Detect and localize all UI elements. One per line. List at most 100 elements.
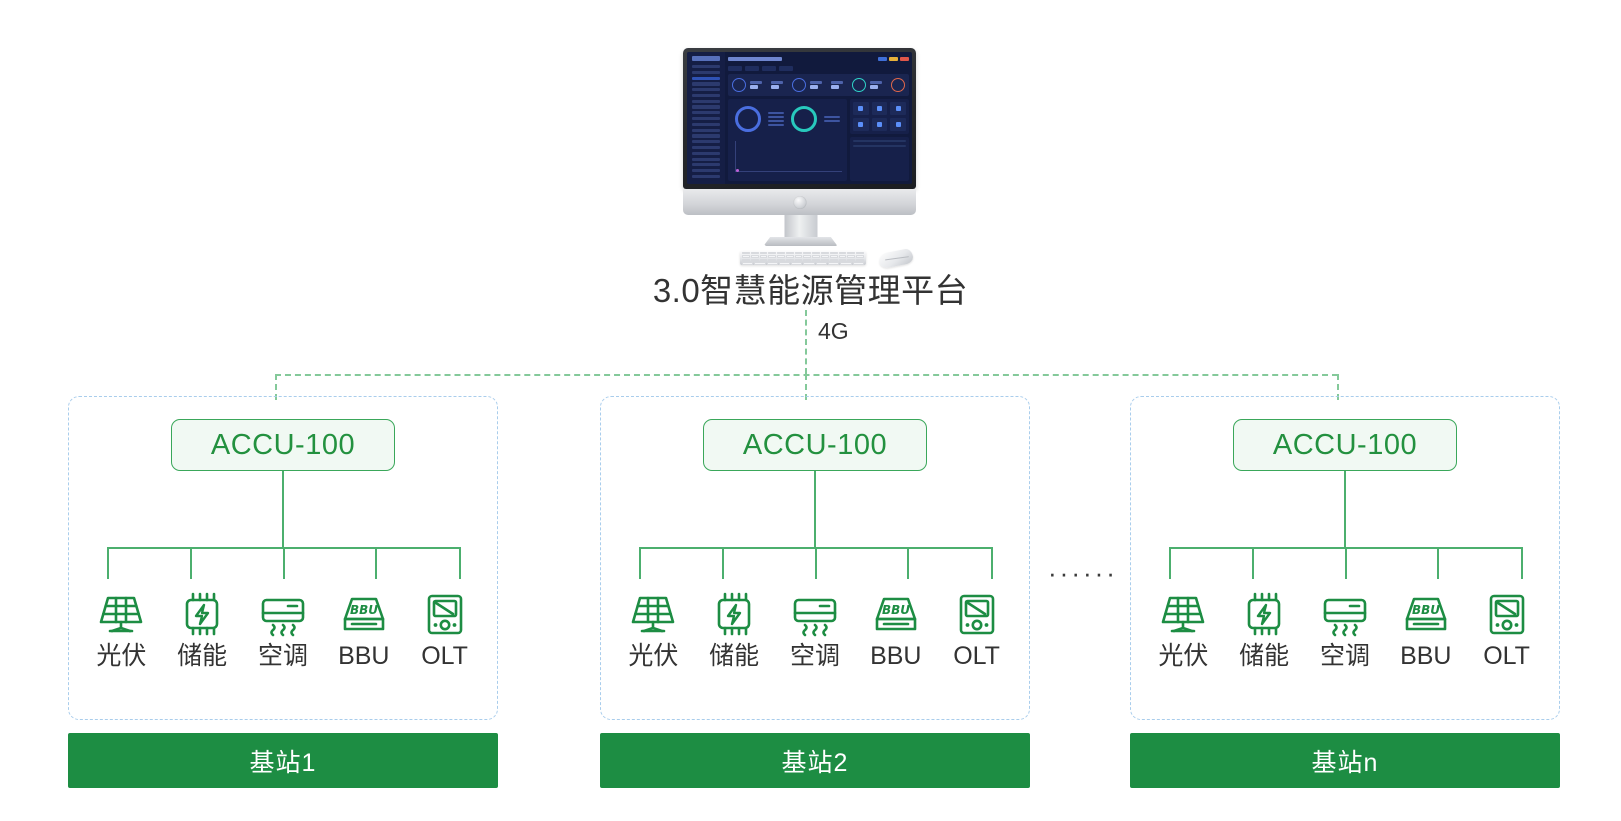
device-battery-storage[interactable]: 储能: [1228, 589, 1300, 671]
bbu-icon: BBU: [343, 597, 385, 631]
site-group-1: ACCU-100 光伏: [68, 396, 498, 720]
sidebar-item: [692, 151, 721, 155]
dashboard-charts-panel: [728, 99, 847, 181]
device-label: BBU: [870, 642, 922, 670]
controller-accu-100[interactable]: ACCU-100: [1233, 419, 1457, 471]
dashboard-side-panels: [849, 99, 909, 181]
monitor-logo-dot: [793, 196, 806, 209]
tab: [779, 66, 794, 71]
monitor-stand-base: [763, 237, 838, 246]
device-bbu[interactable]: BBU BBU: [1390, 589, 1462, 671]
legend-item: [767, 112, 784, 114]
sidebar-item: [692, 82, 721, 86]
shortcut-tile: [890, 118, 906, 131]
device-solar-panel[interactable]: 光伏: [617, 589, 689, 671]
line-chart: [731, 139, 844, 178]
station-label-1: 基站1: [68, 733, 498, 788]
controller-accu-100[interactable]: ACCU-100: [171, 419, 395, 471]
sidebar-item: [692, 174, 721, 179]
olt-icon: [959, 594, 994, 635]
distribution-drop: [107, 547, 109, 579]
keyboard: [740, 251, 866, 265]
distribution-drop: [375, 547, 377, 579]
donut-row: [731, 102, 844, 136]
device-solar-panel[interactable]: 光伏: [1147, 589, 1219, 671]
device-air-conditioner[interactable]: 空调: [1309, 589, 1381, 671]
kpi-gauge: [891, 78, 906, 92]
shortcut-tile: [890, 102, 906, 115]
device-air-conditioner[interactable]: 空调: [247, 589, 319, 671]
battery-storage-icon: [185, 592, 219, 636]
device-bbu[interactable]: BBU BBU: [328, 589, 400, 671]
sidebar-item: [692, 145, 721, 150]
uplink-drop-site-1: [275, 374, 277, 400]
uplink-drop-site-n: [1337, 374, 1339, 400]
kpi: [870, 81, 887, 89]
sidebar-item: [692, 117, 721, 121]
dashboard-sidebar: [687, 52, 726, 184]
device-row: 光伏 储能: [81, 589, 485, 671]
sidebar-item: [692, 169, 721, 173]
device-olt[interactable]: OLT: [941, 589, 1013, 671]
device-air-conditioner[interactable]: 空调: [779, 589, 851, 671]
sidebar-item: [692, 88, 721, 92]
distribution-drop: [815, 547, 817, 579]
device-battery-storage[interactable]: 储能: [698, 589, 770, 671]
shortcut-tile: [871, 102, 888, 115]
device-bbu[interactable]: BBU BBU: [860, 589, 932, 671]
kpi-gauge: [732, 78, 747, 92]
sidebar-item: [692, 122, 721, 126]
kpi: [771, 81, 788, 89]
chart-data-point: [736, 169, 740, 172]
device-label: 光伏: [1158, 642, 1209, 670]
sidebar-item: [692, 99, 721, 103]
bbu-icon: BBU: [875, 597, 917, 631]
status-chip: [878, 57, 887, 61]
sidebar-item-selected: [692, 76, 721, 80]
log-row: [852, 140, 906, 143]
uplink-drop-site-2: [805, 374, 807, 400]
battery-storage-icon: [717, 592, 751, 636]
olt-icon: [427, 594, 462, 635]
keyboard-row: [740, 251, 866, 255]
controller-accu-100[interactable]: ACCU-100: [703, 419, 927, 471]
distribution-drop: [907, 547, 909, 579]
dashboard-body: [728, 99, 909, 181]
distribution-drop: [1521, 547, 1523, 579]
device-olt[interactable]: OLT: [409, 589, 481, 671]
sidebar-item: [692, 163, 721, 167]
device-label: 光伏: [628, 642, 679, 670]
dashboard-tabs: [728, 66, 909, 71]
device-olt[interactable]: OLT: [1471, 589, 1543, 671]
tab: [745, 66, 760, 71]
distribution-drop: [1252, 547, 1254, 579]
alarm-log-panel: [849, 137, 909, 181]
sidebar-item: [692, 93, 721, 98]
station-label-n: 基站n: [1130, 733, 1560, 788]
device-solar-panel[interactable]: 光伏: [85, 589, 157, 671]
device-label: 储能: [709, 642, 760, 670]
svg-text:BBU: BBU: [1412, 603, 1440, 617]
distribution-drop: [639, 547, 641, 579]
donut-chart: [791, 106, 818, 132]
device-label: BBU: [1400, 642, 1452, 670]
device-label: OLT: [953, 642, 1000, 670]
battery-storage-icon: [1247, 592, 1281, 636]
shortcut-tile: [852, 102, 869, 115]
sidebar-item: [692, 70, 721, 74]
shortcut-tile: [871, 118, 888, 131]
sites-ellipsis: ······: [1048, 558, 1118, 588]
donut-chart: [734, 106, 761, 132]
legend-item: [824, 120, 841, 122]
sidebar-item: [692, 157, 721, 161]
dashboard-header: [728, 55, 909, 63]
distribution-drop: [459, 547, 461, 579]
keyboard-row: [740, 261, 866, 265]
kpi: [810, 81, 827, 89]
device-label: 空调: [257, 642, 308, 670]
dashboard-main: [725, 52, 912, 184]
sidebar-item: [692, 65, 721, 69]
device-battery-storage[interactable]: 储能: [166, 589, 238, 671]
air-conditioner-icon: [1323, 598, 1367, 637]
